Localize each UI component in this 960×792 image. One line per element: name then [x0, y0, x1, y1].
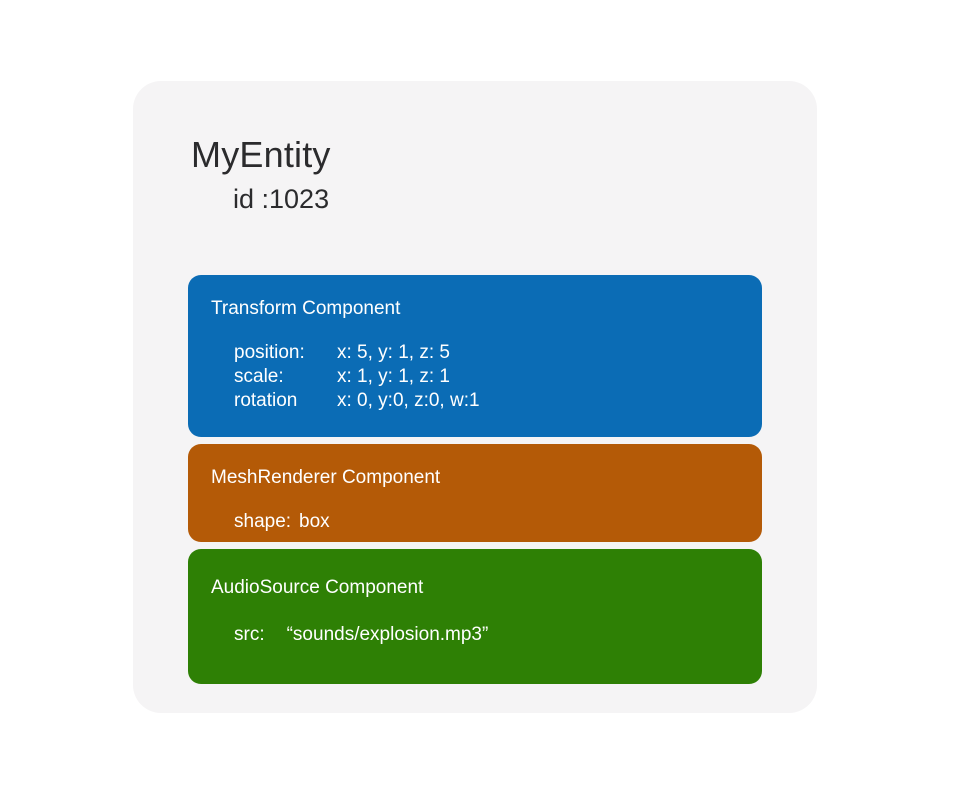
prop-value: x: 0, y:0, z:0, w:1 — [337, 390, 480, 411]
component-mesh-renderer-title: MeshRenderer Component — [211, 467, 441, 488]
component-transform-props: position: x: 5, y: 1, z: 5 scale: x: 1, … — [234, 341, 762, 413]
prop-row-rotation: rotation x: 0, y:0, z:0, w:1 — [234, 389, 762, 413]
prop-value: x: 5, y: 1, z: 5 — [337, 342, 450, 363]
prop-row-scale: scale: x: 1, y: 1, z: 1 — [234, 365, 762, 389]
prop-label: position: — [234, 342, 305, 363]
prop-label: scale: — [234, 366, 284, 387]
component-audio-source: AudioSource Component src: “sounds/explo… — [188, 549, 762, 684]
prop-value: x: 1, y: 1, z: 1 — [337, 366, 450, 387]
prop-row-position: position: x: 5, y: 1, z: 5 — [234, 341, 762, 365]
entity-title: MyEntity — [191, 134, 331, 175]
component-transform-title: Transform Component — [211, 298, 401, 319]
prop-value: box — [299, 511, 330, 532]
prop-value: “sounds/explosion.mp3” — [286, 624, 489, 645]
entity-id: id :1023 — [233, 184, 330, 214]
component-mesh-renderer-props: shape: box — [234, 510, 762, 534]
component-audio-source-props: src: “sounds/explosion.mp3” — [234, 623, 762, 647]
prop-label: rotation — [234, 390, 298, 411]
component-audio-source-title: AudioSource Component — [211, 577, 424, 598]
component-transform: Transform Component position: x: 5, y: 1… — [188, 275, 762, 437]
entity-card: MyEntity id :1023 Transform Component po… — [133, 81, 817, 713]
component-mesh-renderer: MeshRenderer Component shape: box — [188, 444, 762, 542]
prop-row-src: src: “sounds/explosion.mp3” — [234, 623, 762, 647]
prop-row-shape: shape: box — [234, 510, 762, 534]
prop-label: shape: — [234, 511, 292, 532]
prop-label: src: — [234, 624, 265, 645]
component-list: Transform Component position: x: 5, y: 1… — [188, 275, 762, 684]
